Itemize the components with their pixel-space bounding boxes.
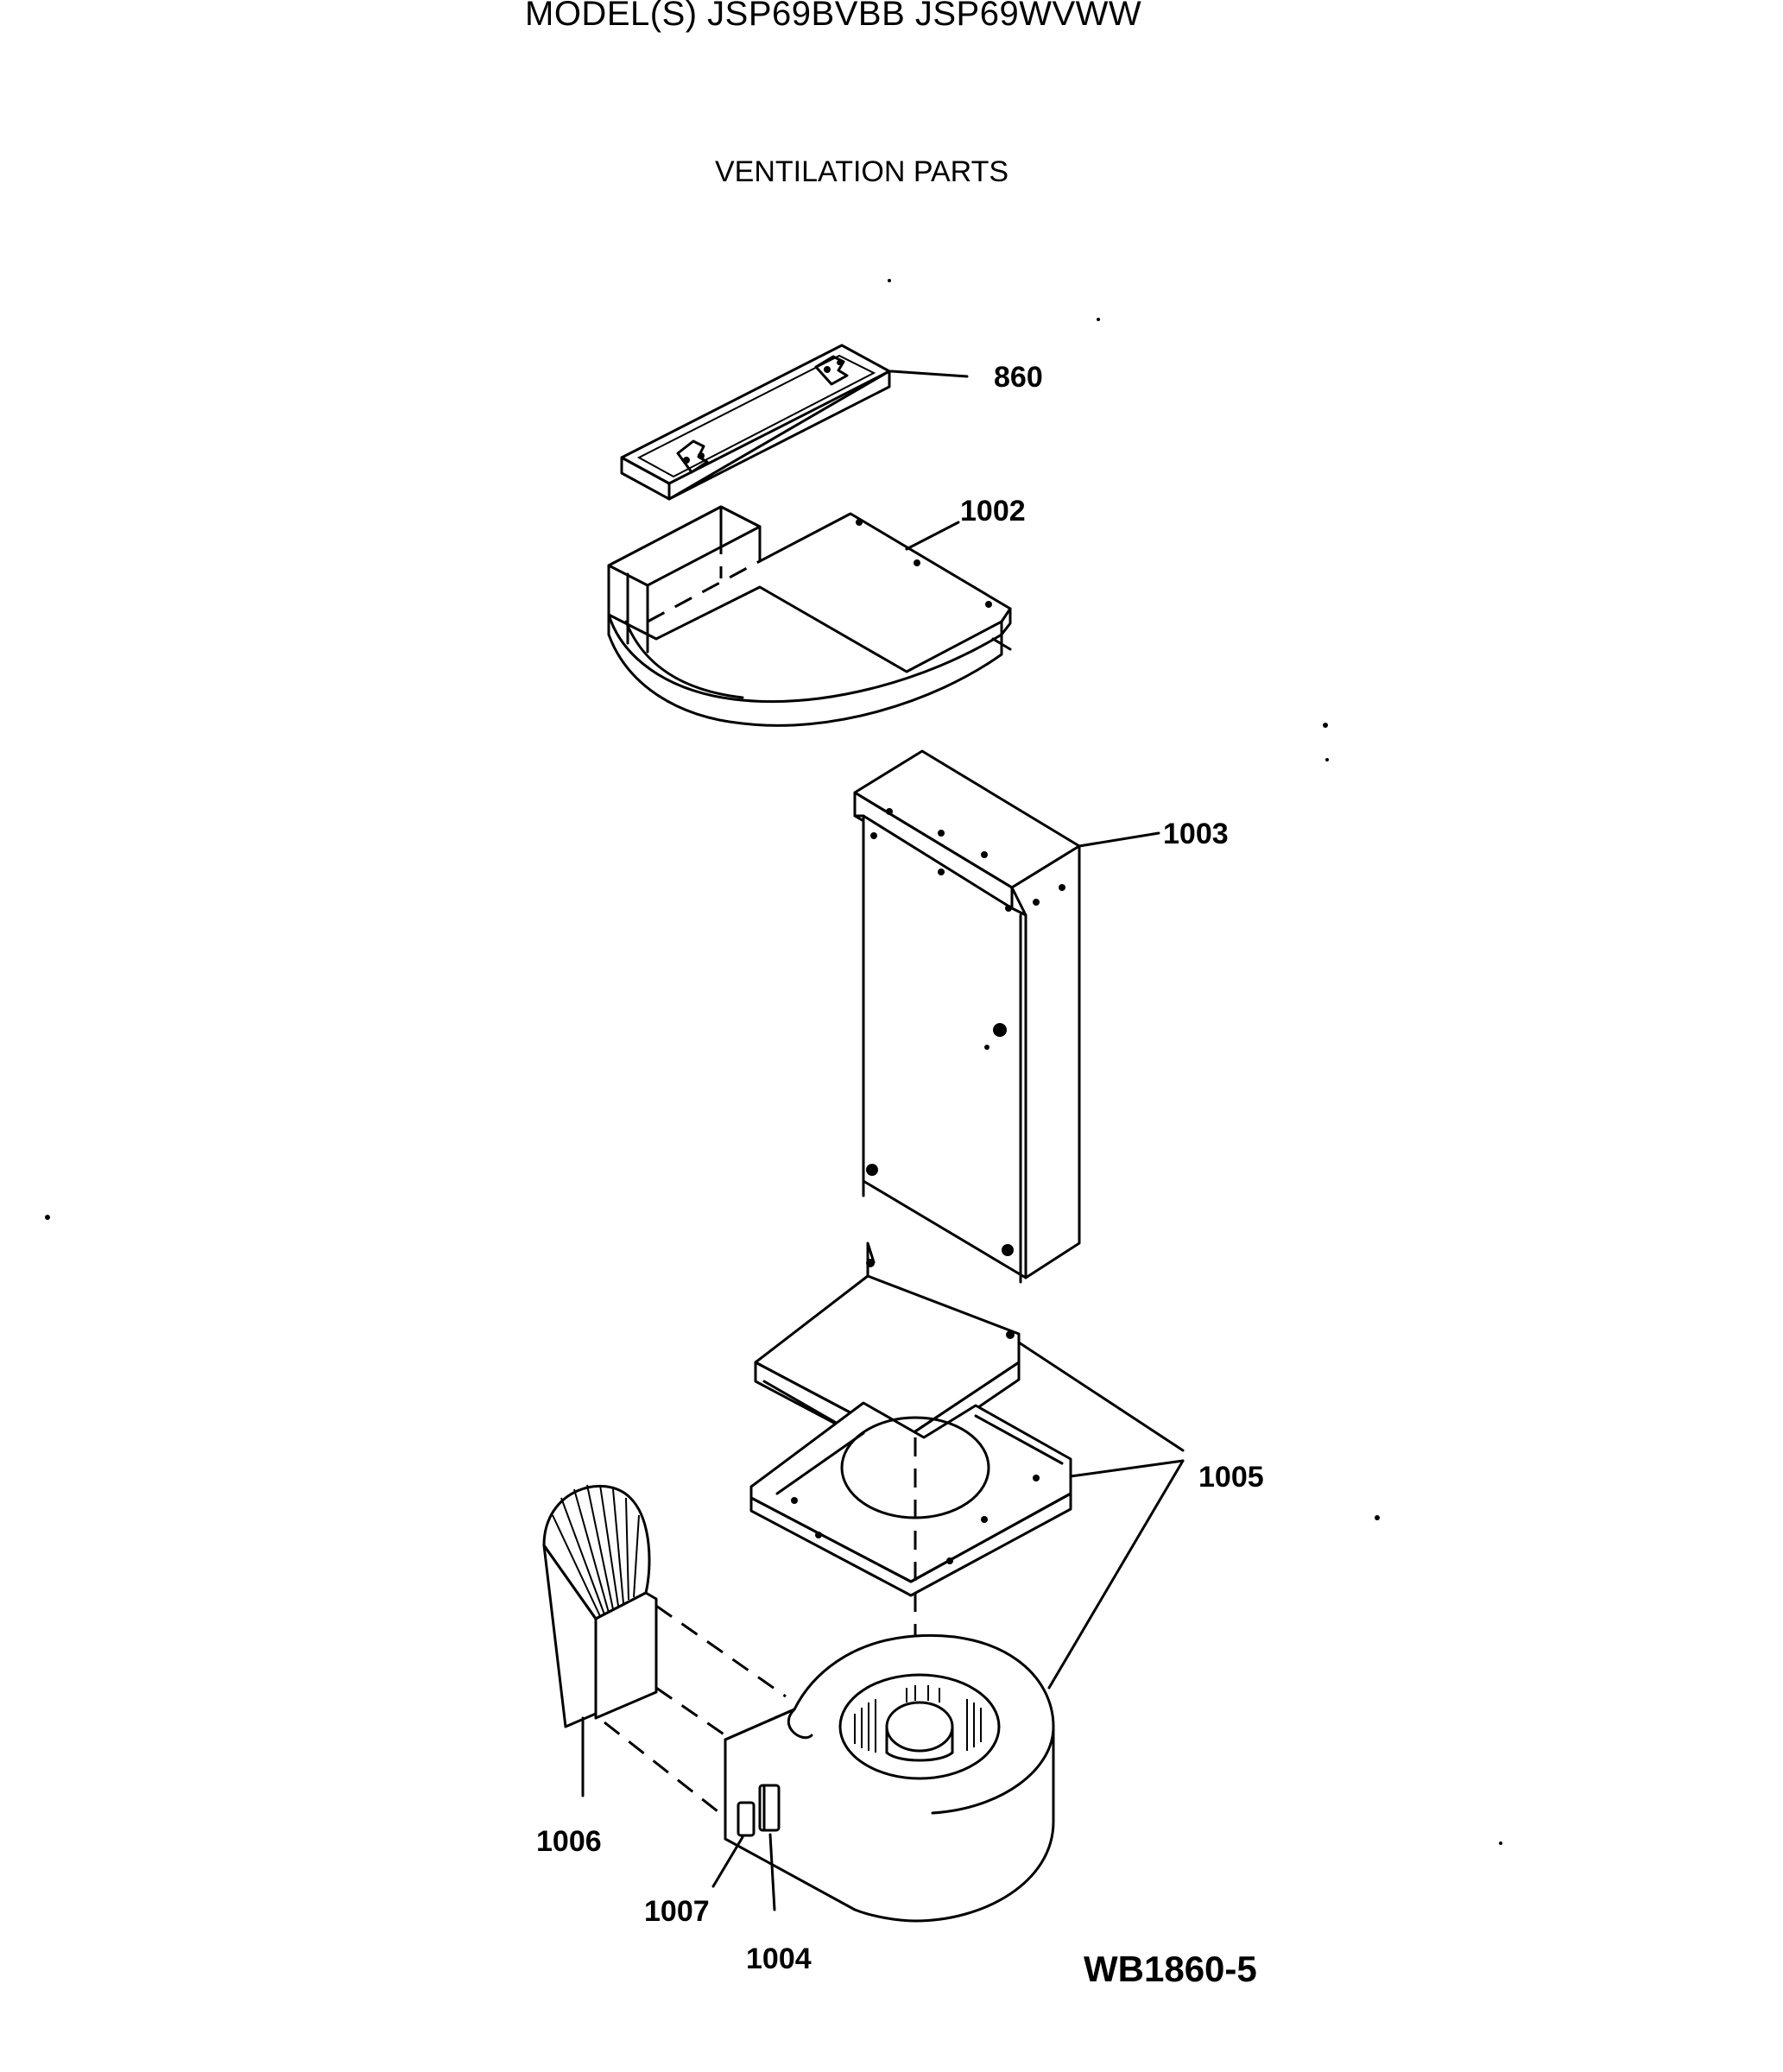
part-860-filter-plate[interactable] bbox=[620, 344, 969, 501]
scan-specks bbox=[45, 279, 1502, 1845]
blower-housing bbox=[724, 1633, 1055, 1923]
part-1004-thermal-switch[interactable] bbox=[758, 1784, 781, 1911]
callout-860: 860 bbox=[994, 361, 1043, 394]
leader-1007 bbox=[711, 1835, 744, 1888]
leader-1005-c bbox=[1047, 1459, 1185, 1690]
section-title: VENTILATION PARTS bbox=[715, 155, 1009, 188]
callout-1004: 1004 bbox=[746, 1942, 812, 1975]
callout-1003: 1003 bbox=[1163, 818, 1229, 850]
diagram-code: WB1860-5 bbox=[1084, 1949, 1257, 1989]
leader-1004 bbox=[768, 1833, 776, 1911]
part-1006-exhaust-adapter[interactable] bbox=[542, 1484, 787, 1819]
leader-1003 bbox=[1078, 831, 1160, 848]
callout-1007: 1007 bbox=[644, 1895, 710, 1928]
leader-1002 bbox=[905, 521, 960, 551]
callout-1002: 1002 bbox=[960, 495, 1026, 527]
part-1003-vent-column[interactable] bbox=[853, 749, 1160, 1284]
callout-1005: 1005 bbox=[1198, 1461, 1264, 1494]
part-1007-switch[interactable] bbox=[711, 1801, 756, 1888]
leader-1005-b bbox=[1069, 1459, 1185, 1478]
part-1005-mounting-plates[interactable] bbox=[749, 1241, 1185, 1690]
leader-1005-a bbox=[1017, 1341, 1185, 1452]
part-1002-duct-transition[interactable] bbox=[607, 505, 1012, 727]
model-title: MODEL(S) JSP69BVBB JSP69WVWW bbox=[525, 0, 1142, 33]
callout-1006: 1006 bbox=[536, 1825, 602, 1858]
leader-860 bbox=[889, 370, 969, 378]
